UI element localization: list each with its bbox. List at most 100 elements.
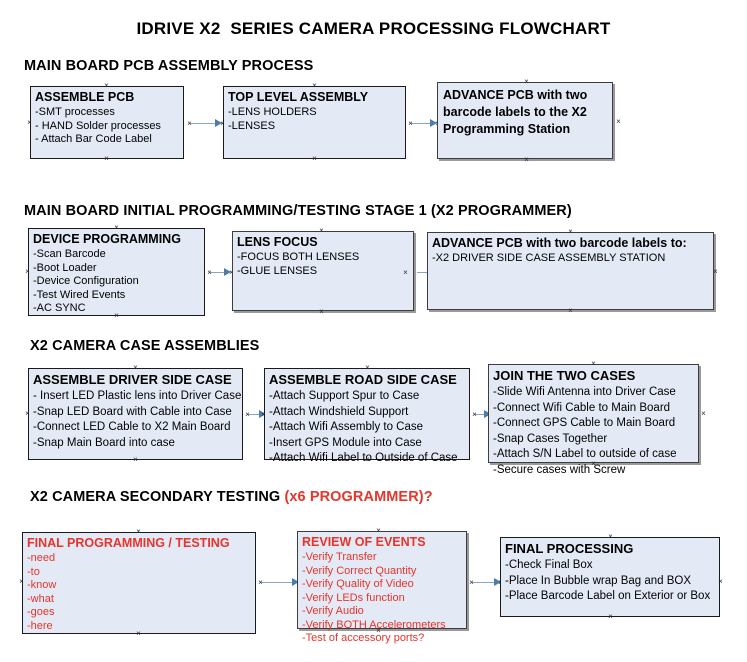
node-line: -GLUE LENSES xyxy=(237,264,318,277)
connection-handle-top[interactable] xyxy=(132,364,139,371)
node-title: TOP LEVEL ASSEMBLY xyxy=(228,90,369,104)
connection-handle-top[interactable] xyxy=(113,224,120,231)
connection-handle-top[interactable] xyxy=(311,82,318,89)
connection-handle-bottom[interactable] xyxy=(103,155,110,162)
node-title: FINAL PROCESSING xyxy=(505,541,634,556)
connection-handle-bottom[interactable] xyxy=(135,630,142,637)
node-line: -Insert GPS Module into Case xyxy=(269,436,422,449)
connector-line xyxy=(247,414,263,415)
node-lens-focus[interactable]: LENS FOCUS -FOCUS BOTH LENSES -GLUE LENS… xyxy=(232,231,414,311)
node-title: ASSEMBLE PCB xyxy=(35,90,135,104)
connection-handle-right[interactable] xyxy=(402,269,409,276)
connection-handle-right[interactable] xyxy=(257,579,264,586)
node-advance-pcb-programming-station[interactable]: ADVANCE PCB with two barcode labels to t… xyxy=(437,82,613,159)
connection-handle-left[interactable] xyxy=(24,410,31,417)
section-heading-main-board-initial-programming: MAIN BOARD INITIAL PROGRAMMING/TESTING S… xyxy=(24,203,572,219)
node-line: -Place Barcode Label on Exterior or Box xyxy=(505,590,711,602)
connection-handle-left[interactable] xyxy=(24,268,31,275)
connection-handle-top[interactable] xyxy=(103,82,110,89)
connection-handle-bottom[interactable] xyxy=(567,307,574,314)
node-line: - Insert LED Plastic lens into Driver Ca… xyxy=(33,390,242,402)
node-line: -here xyxy=(27,619,53,632)
node-title: REVIEW OF EVENTS xyxy=(302,535,426,549)
node-join-the-two-cases[interactable]: JOIN THE TWO CASES -Slide Wifi Antenna i… xyxy=(488,364,699,476)
node-assemble-road-side-case[interactable]: ASSEMBLE ROAD SIDE CASE -Attach Support … xyxy=(264,368,470,464)
node-title: ASSEMBLE ROAD SIDE CASE xyxy=(269,372,457,387)
connection-handle-left[interactable] xyxy=(18,578,25,585)
node-final-programming-testing[interactable]: FINAL PROGRAMMING / TESTING -need -to -k… xyxy=(22,532,256,634)
connector-line xyxy=(189,123,217,124)
node-assemble-pcb[interactable]: ASSEMBLE PCB -SMT processes - HAND Solde… xyxy=(30,86,184,159)
node-line: -Connect GPS Cable to Main Board xyxy=(493,417,676,429)
connection-handle-top[interactable] xyxy=(523,78,530,85)
connection-handle-top[interactable] xyxy=(135,528,142,535)
connection-handle-bottom[interactable] xyxy=(523,156,530,163)
connection-handle-top[interactable] xyxy=(607,533,614,540)
node-review-of-events[interactable]: REVIEW OF EVENTS -Verify Transfer -Verif… xyxy=(297,531,467,644)
node-final-processing[interactable]: FINAL PROCESSING -Check Final Box -Place… xyxy=(500,537,720,617)
section-heading-x2-camera-case-assemblies: X2 CAMERA CASE ASSEMBLIES xyxy=(30,338,259,354)
node-title: ADVANCE PCB with two barcode labels to t… xyxy=(443,88,588,136)
connection-handle-bottom[interactable] xyxy=(311,155,318,162)
connection-handle-bottom[interactable] xyxy=(607,613,614,620)
section-heading-text: MAIN BOARD INITIAL PROGRAMMING/TESTING S… xyxy=(24,203,572,219)
section-heading-text: X2 CAMERA SECONDARY TESTING xyxy=(30,489,285,505)
connection-handle-top[interactable] xyxy=(590,360,597,367)
connection-handle-top[interactable] xyxy=(364,364,371,371)
connection-handle-bottom[interactable] xyxy=(375,627,382,634)
connection-handle-bottom[interactable] xyxy=(590,460,597,467)
node-top-level-assembly[interactable]: TOP LEVEL ASSEMBLY -LENS HOLDERS -LENSES xyxy=(223,86,406,159)
node-assemble-driver-side-case[interactable]: ASSEMBLE DRIVER SIDE CASE - Insert LED P… xyxy=(28,368,243,460)
node-line: -Check Final Box xyxy=(505,559,593,571)
connection-handle-top[interactable] xyxy=(567,228,574,235)
section-heading-text: X2 CAMERA CASE ASSEMBLIES xyxy=(30,338,260,354)
node-line: -Attach Support Spur to Case xyxy=(269,390,420,402)
connection-handle-bottom[interactable] xyxy=(318,308,325,315)
connection-handle-left[interactable] xyxy=(26,119,33,126)
connection-handle-right[interactable] xyxy=(712,268,719,275)
node-line: -AC SYNC xyxy=(33,302,86,314)
connector-line xyxy=(260,582,296,583)
connection-handle-bottom[interactable] xyxy=(132,456,139,463)
node-device-programming[interactable]: DEVICE PROGRAMMING -Scan Barcode -Boot L… xyxy=(28,228,205,316)
connection-handle-right[interactable] xyxy=(700,410,707,417)
node-line: -Verify Quality of Video xyxy=(302,578,414,590)
node-line: -Attach S/N Label to outside of case xyxy=(493,448,677,460)
connection-handle-bottom[interactable] xyxy=(364,456,371,463)
connection-handle-right[interactable] xyxy=(206,269,213,276)
node-title: DEVICE PROGRAMMING xyxy=(33,232,181,246)
connection-handle-right[interactable] xyxy=(244,411,251,418)
node-title: LENS FOCUS xyxy=(237,235,318,249)
node-line: -SMT processes xyxy=(35,106,115,118)
connection-handle-right[interactable] xyxy=(186,120,193,127)
connection-handle-bottom[interactable] xyxy=(113,312,120,319)
node-title: JOIN THE TWO CASES xyxy=(493,368,636,383)
node-line: - HAND Solder processes xyxy=(35,119,161,132)
connection-handle-right[interactable] xyxy=(471,411,478,418)
connector-line xyxy=(410,123,434,124)
node-line: -what xyxy=(27,592,54,605)
node-line: -Test Wired Events xyxy=(33,288,126,301)
connection-handle-top[interactable] xyxy=(318,227,325,234)
node-line: -Connect Wifi Cable to Main Board xyxy=(493,401,671,414)
connector-line xyxy=(209,272,227,273)
node-advance-pcb-driver-side-case[interactable]: ADVANCE PCB with two barcode labels to: … xyxy=(427,232,714,310)
node-line: -Snap LED Board with Cable into Case xyxy=(33,405,232,418)
connector-line xyxy=(472,582,498,583)
connection-handle-top[interactable] xyxy=(375,527,382,534)
node-line: -LENS HOLDERS xyxy=(228,106,317,118)
connection-handle-right[interactable] xyxy=(407,120,414,127)
node-line: -Snap Cases Together xyxy=(493,432,608,445)
node-line: -goes xyxy=(27,606,55,618)
node-line: - Attach Bar Code Label xyxy=(35,133,152,145)
node-line: -Slide Wifi Antenna into Driver Case xyxy=(493,386,676,398)
node-line: -Scan Barcode xyxy=(33,248,106,260)
connection-handle-right[interactable] xyxy=(615,118,622,125)
node-line: -Attach Wifi Assembly to Case xyxy=(269,421,424,433)
section-heading-x2-camera-secondary-testing: X2 CAMERA SECONDARY TESTING (x6 PROGRAMM… xyxy=(30,489,433,505)
connection-handle-right[interactable] xyxy=(468,579,475,586)
section-heading-main-board-pcb-assembly: MAIN BOARD PCB ASSEMBLY PROCESS xyxy=(24,58,313,74)
node-line: -LENSES xyxy=(228,119,276,132)
connection-handle-right[interactable] xyxy=(717,578,724,585)
